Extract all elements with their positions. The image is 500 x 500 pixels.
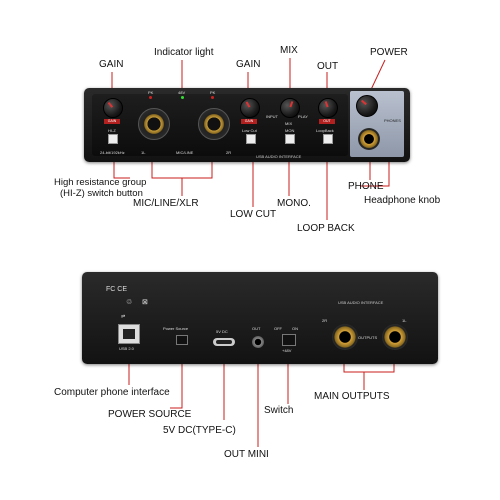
mon-text: MON [285, 128, 295, 133]
gain2-knob[interactable] [240, 98, 260, 118]
v48-rear-text: +48V [282, 348, 292, 353]
rear-device [82, 272, 438, 364]
spec-text: 24-bit/192kHz [100, 150, 125, 155]
output-2r-jack[interactable] [332, 324, 358, 350]
label-main-outputs: MAIN OUTPUTS [314, 391, 390, 402]
ch1-text: 1L [141, 150, 146, 155]
gain1-knob[interactable] [103, 98, 123, 118]
dc-text: 5V DC [216, 329, 228, 334]
out-text: OUT [252, 326, 261, 331]
v48-led [181, 96, 184, 99]
hiz-button[interactable] [108, 134, 118, 144]
label-power: POWER [370, 47, 408, 58]
label-phone: PHONE [348, 181, 384, 192]
label-hiz-line2: (HI-Z) switch button [60, 188, 143, 199]
pk1-text: PK [148, 90, 154, 95]
loopback-text: LoopBack [316, 128, 334, 133]
label-gain-left: GAIN [99, 59, 124, 70]
gain2-tag: GAIN [241, 119, 257, 124]
lowcut-text: Low Cut [242, 128, 257, 133]
phones-text: PHONES [384, 118, 401, 123]
pk2-text: PK [210, 90, 216, 95]
weee-icon: ⊠ [142, 299, 148, 306]
hiz-text: HI-Z [108, 128, 116, 133]
rear-brand: USB AUDIO INTERFACE [338, 300, 384, 305]
label-switch: Switch [264, 405, 294, 416]
fc-ce-mark: FC CE [106, 286, 127, 293]
r2-text: 2R [322, 318, 328, 323]
usb-icon: ⇌ [121, 314, 126, 320]
label-computer-phone-interface: Computer phone interface [54, 387, 170, 398]
l1-text: 1L [402, 318, 407, 323]
pk1-led [149, 96, 152, 99]
phone-jack[interactable] [358, 128, 380, 150]
out-tag: OUT [319, 119, 335, 124]
on-text: ON [292, 326, 298, 331]
label-low-cut: LOW CUT [230, 209, 277, 220]
output-1l-jack[interactable] [382, 324, 408, 350]
phantom-switch[interactable] [282, 334, 296, 346]
line-power-source [170, 348, 183, 409]
input-text: INPUT [266, 114, 278, 119]
combo-input-2[interactable] [198, 108, 230, 140]
label-power-source: POWER SOURCE [108, 409, 192, 420]
v48-text: 48V [178, 90, 186, 95]
label-mix: MIX [280, 45, 298, 56]
label-headphone-knob: Headphone knob [364, 195, 441, 206]
label-indicator-light: Indicator light [154, 47, 214, 58]
outputs-text: OUTPUTS [358, 335, 378, 340]
label-hiz-line1: High resistance group [54, 177, 147, 188]
label-mono: MONO. [277, 198, 311, 209]
loopback-button[interactable] [323, 134, 333, 144]
mic-line-text: MIC/LINE [176, 150, 194, 155]
usb-b-port[interactable] [118, 324, 140, 344]
line-main-outputs [343, 356, 395, 373]
mix-text: MIX [285, 121, 293, 126]
label-gain-right: GAIN [236, 59, 261, 70]
usb-text: USB 2.0 [119, 346, 134, 351]
label-mic-line-xlr: MIC/LINE/XLR [133, 198, 199, 209]
combo-input-1[interactable] [138, 108, 170, 140]
recycle-icon: ♲ [126, 299, 133, 306]
label-loop-back: LOOP BACK [297, 223, 355, 234]
label-5v-dc-type-c: 5V DC(TYPE-C) [163, 425, 236, 436]
play-text: PLAY [298, 114, 308, 119]
label-out-mini: OUT MINI [224, 449, 269, 460]
out-mini-jack[interactable] [252, 336, 264, 348]
type-c-port[interactable] [213, 338, 235, 346]
power-source-switch[interactable] [176, 335, 188, 345]
power-source-text: Power Source [163, 326, 189, 331]
mix-knob[interactable] [280, 98, 300, 118]
low-cut-button[interactable] [246, 134, 256, 144]
off-text: OFF [274, 326, 282, 331]
mono-button[interactable] [285, 134, 295, 144]
gain1-tag: GAIN [104, 119, 120, 124]
out-knob[interactable] [318, 98, 338, 118]
pk2-led [211, 96, 214, 99]
ch2-text: 2R [226, 150, 232, 155]
label-out: OUT [317, 61, 339, 72]
front-brand: USB AUDIO INTERFACE [256, 154, 302, 159]
headphone-knob[interactable] [356, 95, 378, 117]
